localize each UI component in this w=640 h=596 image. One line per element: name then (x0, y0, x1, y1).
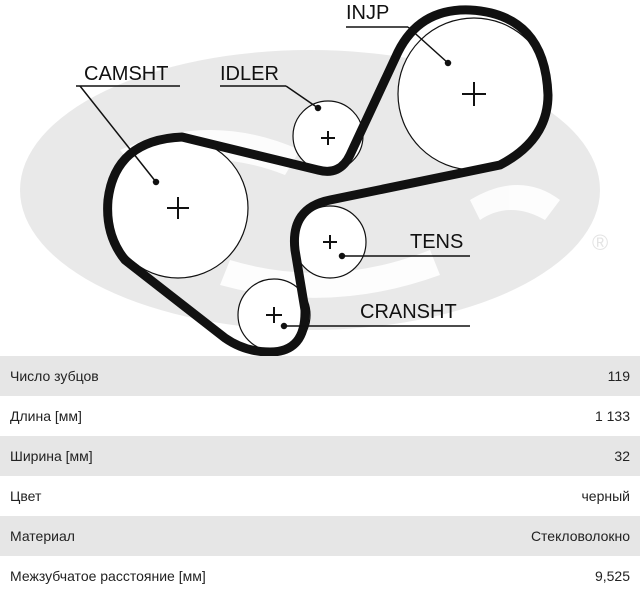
idler-label: IDLER (220, 63, 279, 85)
spec-value: 9,525 (594, 568, 630, 584)
spec-value: черный (581, 488, 630, 504)
spec-row-teeth: Число зубцов 119 (0, 356, 640, 396)
spec-label: Материал (10, 528, 75, 544)
camsht-label: CAMSHT (84, 63, 168, 85)
diagram-canvas: ® INJP CAMSHT IDLE (20, 2, 608, 356)
leader-lines (76, 26, 470, 330)
spec-label: Межзубчатое расстояние [мм] (10, 568, 206, 584)
spec-label: Ширина [мм] (10, 448, 93, 464)
spec-value: 1 133 (594, 408, 630, 424)
injp-label: INJP (346, 2, 389, 24)
spec-row-width: Ширина [мм] 32 (0, 436, 640, 476)
spec-label: Длина [мм] (10, 408, 82, 424)
spec-row-length: Длина [мм] 1 133 (0, 396, 640, 436)
pulley-centers (167, 82, 486, 323)
spec-label: Цвет (10, 488, 42, 504)
spec-value: Стекловолокно (530, 528, 630, 544)
spec-row-color: Цвет черный (0, 476, 640, 516)
cransht-label: CRANSHT (360, 301, 457, 323)
timing-belt (103, 5, 553, 356)
spec-row-material: Материал Стекловолокно (0, 516, 640, 556)
spec-value: 119 (607, 368, 630, 384)
belt-routing-diagram: ® INJP CAMSHT IDLE (20, 2, 608, 356)
specs-table: Число зубцов 119 Длина [мм] 1 133 Ширина… (0, 356, 640, 596)
tens-label: TENS (410, 231, 463, 253)
spec-value: 32 (614, 448, 630, 464)
spec-label: Число зубцов (10, 368, 99, 384)
spec-row-pitch: Межзубчатое расстояние [мм] 9,525 (0, 556, 640, 596)
registered-mark: ® (592, 230, 608, 255)
